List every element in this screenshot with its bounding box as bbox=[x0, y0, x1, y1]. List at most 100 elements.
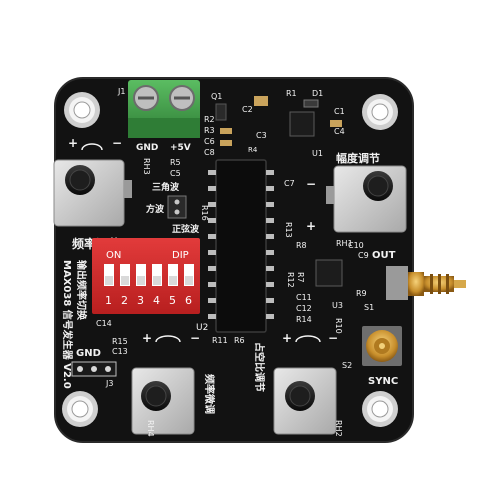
label-s2: S2 bbox=[342, 361, 352, 370]
chip-u3 bbox=[315, 259, 343, 287]
potentiometer-rh4[interactable] bbox=[131, 367, 195, 435]
label-r10: R10 bbox=[334, 318, 343, 334]
diode-d1 bbox=[303, 99, 319, 108]
dip-lever-knob bbox=[137, 276, 145, 285]
label-square-wave: 方波 bbox=[146, 203, 165, 215]
chip-pin bbox=[208, 234, 216, 239]
label-c10: C10 bbox=[348, 241, 364, 250]
label-output-switch: 输出频率切换 bbox=[75, 260, 88, 321]
dip-number-1: 1 bbox=[105, 294, 112, 307]
label-r9: R9 bbox=[356, 289, 367, 298]
label-j1: J1 bbox=[117, 87, 125, 96]
rotate-arrow-icon bbox=[295, 335, 321, 343]
label-rh4: RH4 bbox=[146, 420, 155, 437]
label-fine-frequency: 频率微调 bbox=[203, 374, 216, 414]
label-r4: R4 bbox=[248, 146, 258, 154]
label-d1: D1 bbox=[312, 89, 323, 98]
sync-connector[interactable] bbox=[362, 326, 402, 366]
capacitor-c2 bbox=[254, 96, 268, 106]
label-c12: C12 bbox=[296, 304, 312, 313]
dip-number-4: 4 bbox=[153, 294, 160, 307]
label-r7: R7 bbox=[296, 272, 305, 283]
label-plus5v: +5V bbox=[170, 143, 191, 153]
dip-lever-knob bbox=[169, 276, 177, 285]
label-duty-cycle-adjust: 占空比调节 bbox=[253, 342, 266, 392]
chip-pin bbox=[266, 282, 274, 287]
chip-pin bbox=[208, 218, 216, 223]
label-r14: R14 bbox=[296, 315, 312, 324]
label-c2: C2 bbox=[242, 105, 253, 114]
rotate-arrow-icon bbox=[155, 335, 181, 343]
plus-icon: + bbox=[68, 136, 78, 150]
label-r1: R1 bbox=[286, 89, 297, 98]
header-j3[interactable] bbox=[71, 361, 117, 377]
svg-text:−: − bbox=[190, 331, 200, 345]
dip-number-6: 6 bbox=[185, 294, 192, 307]
label-c5: C5 bbox=[170, 169, 181, 178]
chip-pin bbox=[208, 250, 216, 255]
label-r3: R3 bbox=[204, 126, 215, 135]
chip-pin bbox=[208, 186, 216, 191]
label-r16: R16 bbox=[200, 205, 209, 221]
potentiometer-rh1[interactable] bbox=[326, 165, 407, 233]
label-c3: C3 bbox=[256, 131, 267, 140]
dip-lever-5[interactable] bbox=[168, 264, 178, 286]
dip-number-3: 3 bbox=[137, 294, 144, 307]
dip-number-5: 5 bbox=[169, 294, 176, 307]
dip-number-2: 2 bbox=[121, 294, 128, 307]
mounting-hole-top-right bbox=[362, 94, 398, 130]
potentiometer-rh2[interactable] bbox=[273, 367, 337, 435]
potentiometer-rh3[interactable] bbox=[53, 159, 132, 227]
dip-lever-1[interactable] bbox=[104, 264, 114, 286]
label-rh3: RH3 bbox=[142, 158, 151, 175]
dip-switch[interactable] bbox=[92, 238, 200, 314]
label-sine-wave: 正弦波 bbox=[172, 223, 200, 235]
label-r6: R6 bbox=[234, 336, 245, 345]
rotate-arrow-icon bbox=[81, 143, 103, 151]
label-c9: C9 bbox=[358, 251, 369, 260]
mounting-hole-bottom-left bbox=[62, 391, 98, 427]
dip-lever-6[interactable] bbox=[184, 264, 194, 286]
chip-pin bbox=[266, 234, 274, 239]
dip-lever-knob bbox=[153, 276, 161, 285]
label-u2: U2 bbox=[196, 323, 208, 333]
label-c4: C4 bbox=[334, 127, 345, 136]
chip-pin bbox=[266, 298, 274, 303]
chip-pin bbox=[208, 266, 216, 271]
minus-icon: − bbox=[112, 136, 122, 150]
chip-pin bbox=[266, 202, 274, 207]
label-triangle-wave: 三角波 bbox=[152, 181, 180, 193]
mounting-hole-bottom-right bbox=[362, 391, 398, 427]
label-gnd-top: GND bbox=[136, 143, 158, 153]
dip-lever-3[interactable] bbox=[136, 264, 146, 286]
label-r15: R15 bbox=[112, 337, 128, 346]
label-r11: R11 bbox=[212, 336, 228, 345]
chip-pin bbox=[266, 170, 274, 175]
transistor-q1 bbox=[215, 103, 227, 121]
svg-text:+: + bbox=[306, 219, 316, 233]
chip-pin bbox=[266, 266, 274, 271]
svg-text:−: − bbox=[306, 177, 316, 191]
label-r2: R2 bbox=[204, 115, 215, 124]
svg-text:+: + bbox=[282, 331, 292, 345]
chip-pin bbox=[208, 282, 216, 287]
dip-lever-2[interactable] bbox=[120, 264, 130, 286]
dip-lever-4[interactable] bbox=[152, 264, 162, 286]
label-rh2: RH2 bbox=[334, 420, 343, 437]
label-c8: C8 bbox=[204, 148, 215, 157]
mode-jumper[interactable] bbox=[167, 195, 187, 219]
dip-lever-knob bbox=[105, 276, 113, 285]
chip-u1 bbox=[289, 111, 315, 137]
label-out: OUT bbox=[372, 250, 396, 261]
chip-pin bbox=[266, 314, 274, 319]
max038-chip bbox=[208, 159, 274, 333]
label-c11: C11 bbox=[296, 293, 312, 302]
label-amplitude-adjust: 幅度调节 bbox=[336, 151, 380, 165]
mounting-hole-top-left bbox=[64, 92, 100, 128]
sma-output-connector[interactable] bbox=[386, 266, 466, 300]
dip-lever-knob bbox=[185, 276, 193, 285]
label-c1: C1 bbox=[334, 107, 345, 116]
dip-dip-label: DIP bbox=[172, 250, 189, 261]
